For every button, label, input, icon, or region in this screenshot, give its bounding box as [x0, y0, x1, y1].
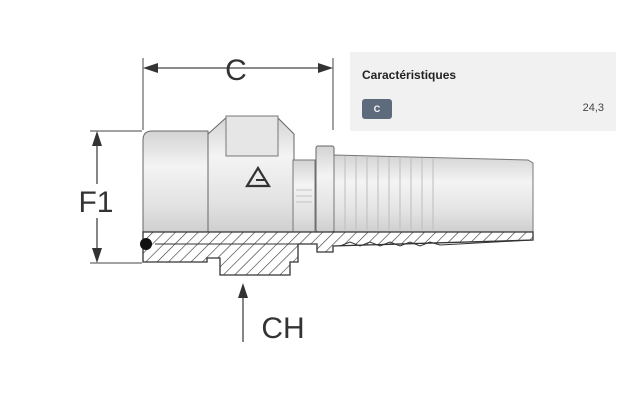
characteristics-panel: Caractéristiques C 24,3 — [350, 52, 616, 131]
brand-logo-icon — [245, 165, 271, 188]
fitting-section — [140, 231, 534, 276]
dimension-ch-label: CH — [261, 312, 304, 345]
characteristic-badge-c: C — [362, 99, 392, 119]
fitting-body — [142, 115, 534, 233]
dimension-f1-label: F1 — [78, 186, 113, 219]
panel-title: Caractéristiques — [362, 68, 457, 82]
dimension-ch: CH — [238, 283, 305, 345]
dimension-c: C — [142, 54, 334, 130]
dimension-f1: F1 — [76, 130, 142, 264]
dimension-c-label: C — [225, 54, 247, 87]
characteristic-value-c: 24,3 — [582, 102, 604, 114]
o-ring-icon — [140, 238, 152, 250]
